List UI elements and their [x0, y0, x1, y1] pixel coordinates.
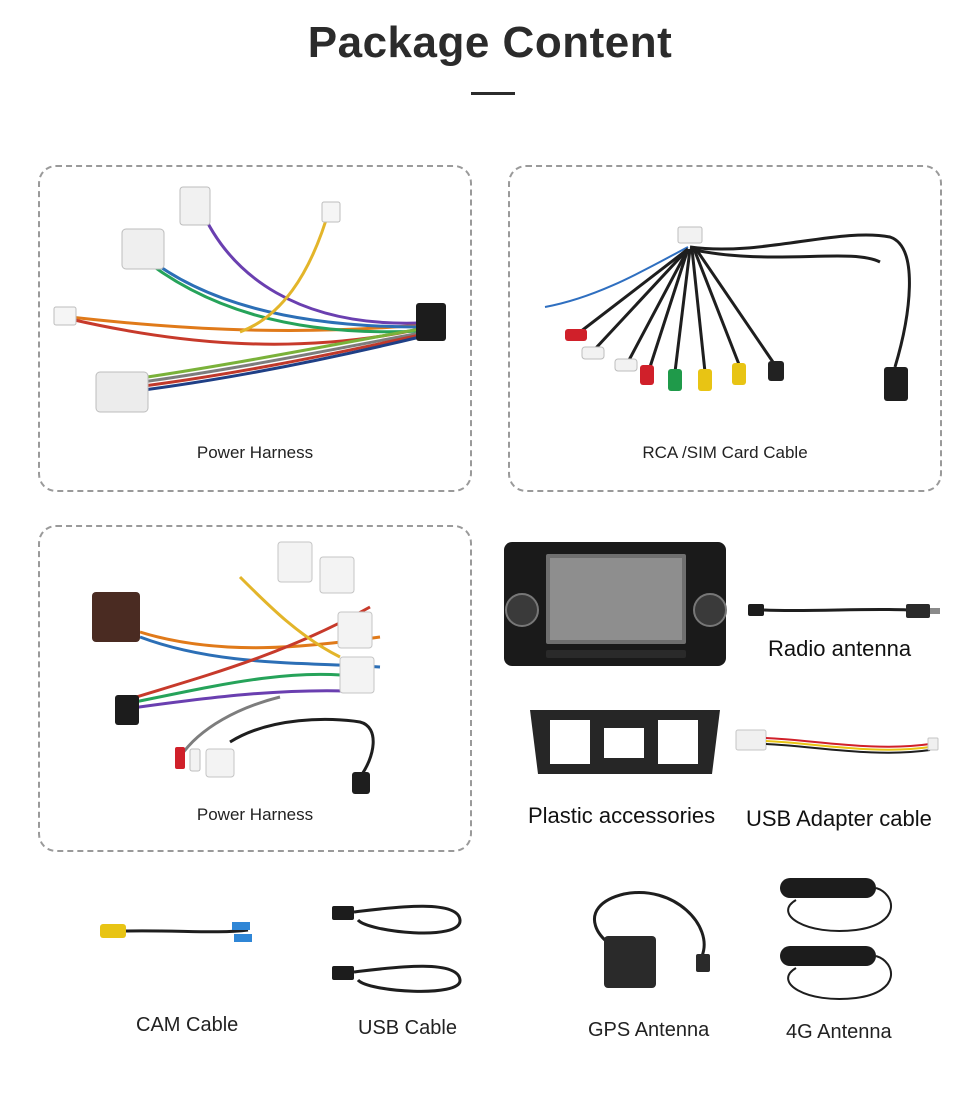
- title-underline: [471, 92, 515, 95]
- rca-sim-cable-image: [544, 226, 911, 401]
- antenna-4g-label: 4G Antenna: [786, 1021, 892, 1043]
- cam-cable-image: [100, 922, 252, 942]
- cam-cable-label: CAM Cable: [136, 1014, 239, 1036]
- usb-adapter-cable-label: USB Adapter cable: [746, 806, 932, 831]
- rca-sim-cable-box: RCA /SIM Card Cable: [508, 165, 942, 492]
- usb-adapter-cable-image: [735, 729, 939, 754]
- antenna-4g-image: [780, 878, 892, 1000]
- gps-antenna-label: GPS Antenna: [588, 1019, 710, 1041]
- usb-cable-label: USB Cable: [358, 1017, 457, 1039]
- head-unit-image: [504, 542, 727, 666]
- rca-sim-cable-label: RCA /SIM Card Cable: [642, 443, 808, 462]
- power-harness-can-box: Power Harness: [38, 525, 472, 852]
- power-harness-label: Power Harness: [196, 443, 314, 462]
- plastic-accessories-image: [530, 710, 720, 774]
- radio-antenna-image: [748, 604, 940, 618]
- power-harness-box: Power Harness: [38, 165, 472, 492]
- usb-cable-image: [332, 904, 462, 993]
- power-harness-image: [53, 186, 446, 413]
- gps-antenna-image: [593, 891, 710, 988]
- radio-antenna-label: Radio antenna: [768, 636, 912, 661]
- power-harness-can-label: Power Harness: [196, 805, 314, 824]
- plastic-accessories-label: Plastic accessories: [528, 803, 716, 828]
- page-title: Package Content: [307, 18, 673, 67]
- power-harness-can-image: [92, 541, 381, 794]
